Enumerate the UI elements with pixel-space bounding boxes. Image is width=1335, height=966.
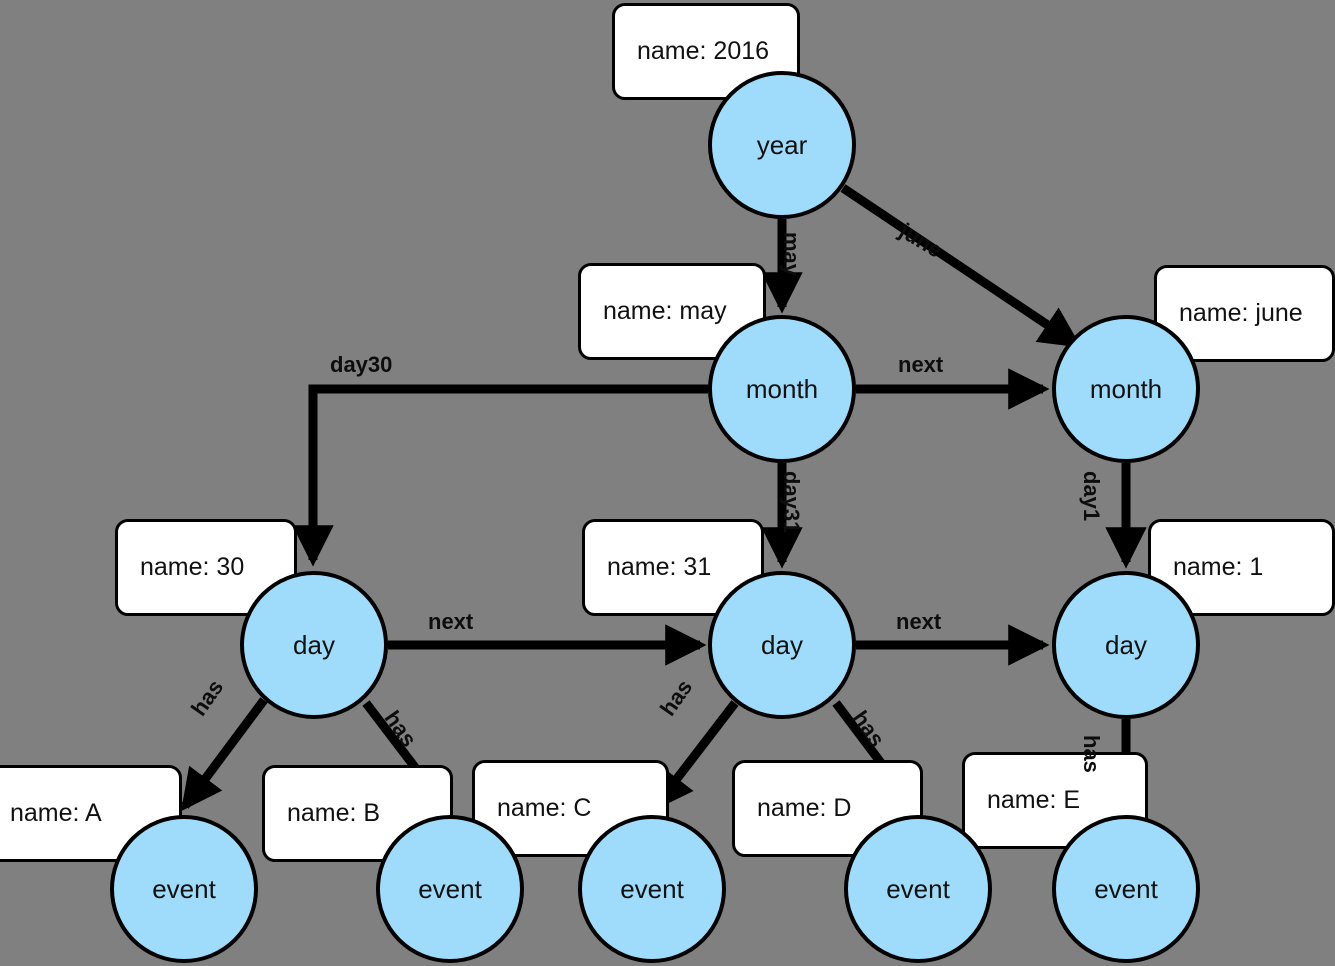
node-day-31[interactable]: day	[708, 571, 856, 719]
node-label: event	[152, 873, 216, 904]
node-label: day	[1105, 629, 1147, 660]
edge-label-day31: day31	[779, 471, 804, 534]
edge-label-next-months: next	[898, 352, 944, 377]
node-label: event	[418, 873, 482, 904]
node-month-may[interactable]: month	[708, 315, 856, 463]
edge-label-day1: day1	[1079, 471, 1104, 522]
node-event-c[interactable]: event	[578, 815, 726, 963]
property-text: name: 1	[1173, 553, 1264, 581]
node-event-e[interactable]: event	[1052, 815, 1200, 963]
property-text: name: 31	[607, 553, 712, 581]
property-box-year-name: name: 2016	[612, 3, 800, 100]
property-text: name: B	[287, 799, 381, 827]
node-label: year	[756, 129, 808, 160]
edge-year-to-month-june	[840, 184, 1082, 348]
node-event-d[interactable]: event	[844, 815, 992, 963]
edge-label-day30: day30	[330, 352, 393, 377]
node-event-b[interactable]: event	[376, 815, 524, 963]
edge-day-30-to-event-a	[181, 697, 268, 812]
property-text: name: E	[987, 786, 1081, 814]
property-text: name: 30	[140, 553, 245, 581]
node-day-1[interactable]: day	[1052, 571, 1200, 719]
property-text: name: C	[497, 794, 592, 822]
node-year[interactable]: year	[708, 71, 856, 219]
edge-label-next-day-31-1: next	[896, 609, 942, 634]
node-month-june[interactable]: month	[1052, 315, 1200, 463]
property-text: name: 2016	[637, 37, 770, 65]
node-label: month	[745, 373, 819, 404]
node-label: month	[1089, 373, 1163, 404]
edge-label-next-day-30-31: next	[428, 609, 474, 634]
edge-label-may: may	[779, 232, 804, 277]
node-event-a[interactable]: event	[110, 815, 258, 963]
edge-month-may-to-day-30	[292, 384, 708, 567]
node-label: day	[293, 629, 335, 660]
node-label: event	[886, 873, 950, 904]
node-day-30[interactable]: day	[240, 571, 388, 719]
node-label: event	[1094, 873, 1158, 904]
edge-day-31-to-event-c	[651, 700, 739, 812]
property-text: name: A	[10, 799, 102, 827]
property-text: name: june	[1179, 299, 1303, 327]
property-text: name: D	[757, 794, 852, 822]
node-label: day	[761, 629, 803, 660]
node-label: event	[620, 873, 684, 904]
property-text: name: may	[603, 297, 727, 325]
edge-label-has-e: has	[1079, 735, 1104, 773]
